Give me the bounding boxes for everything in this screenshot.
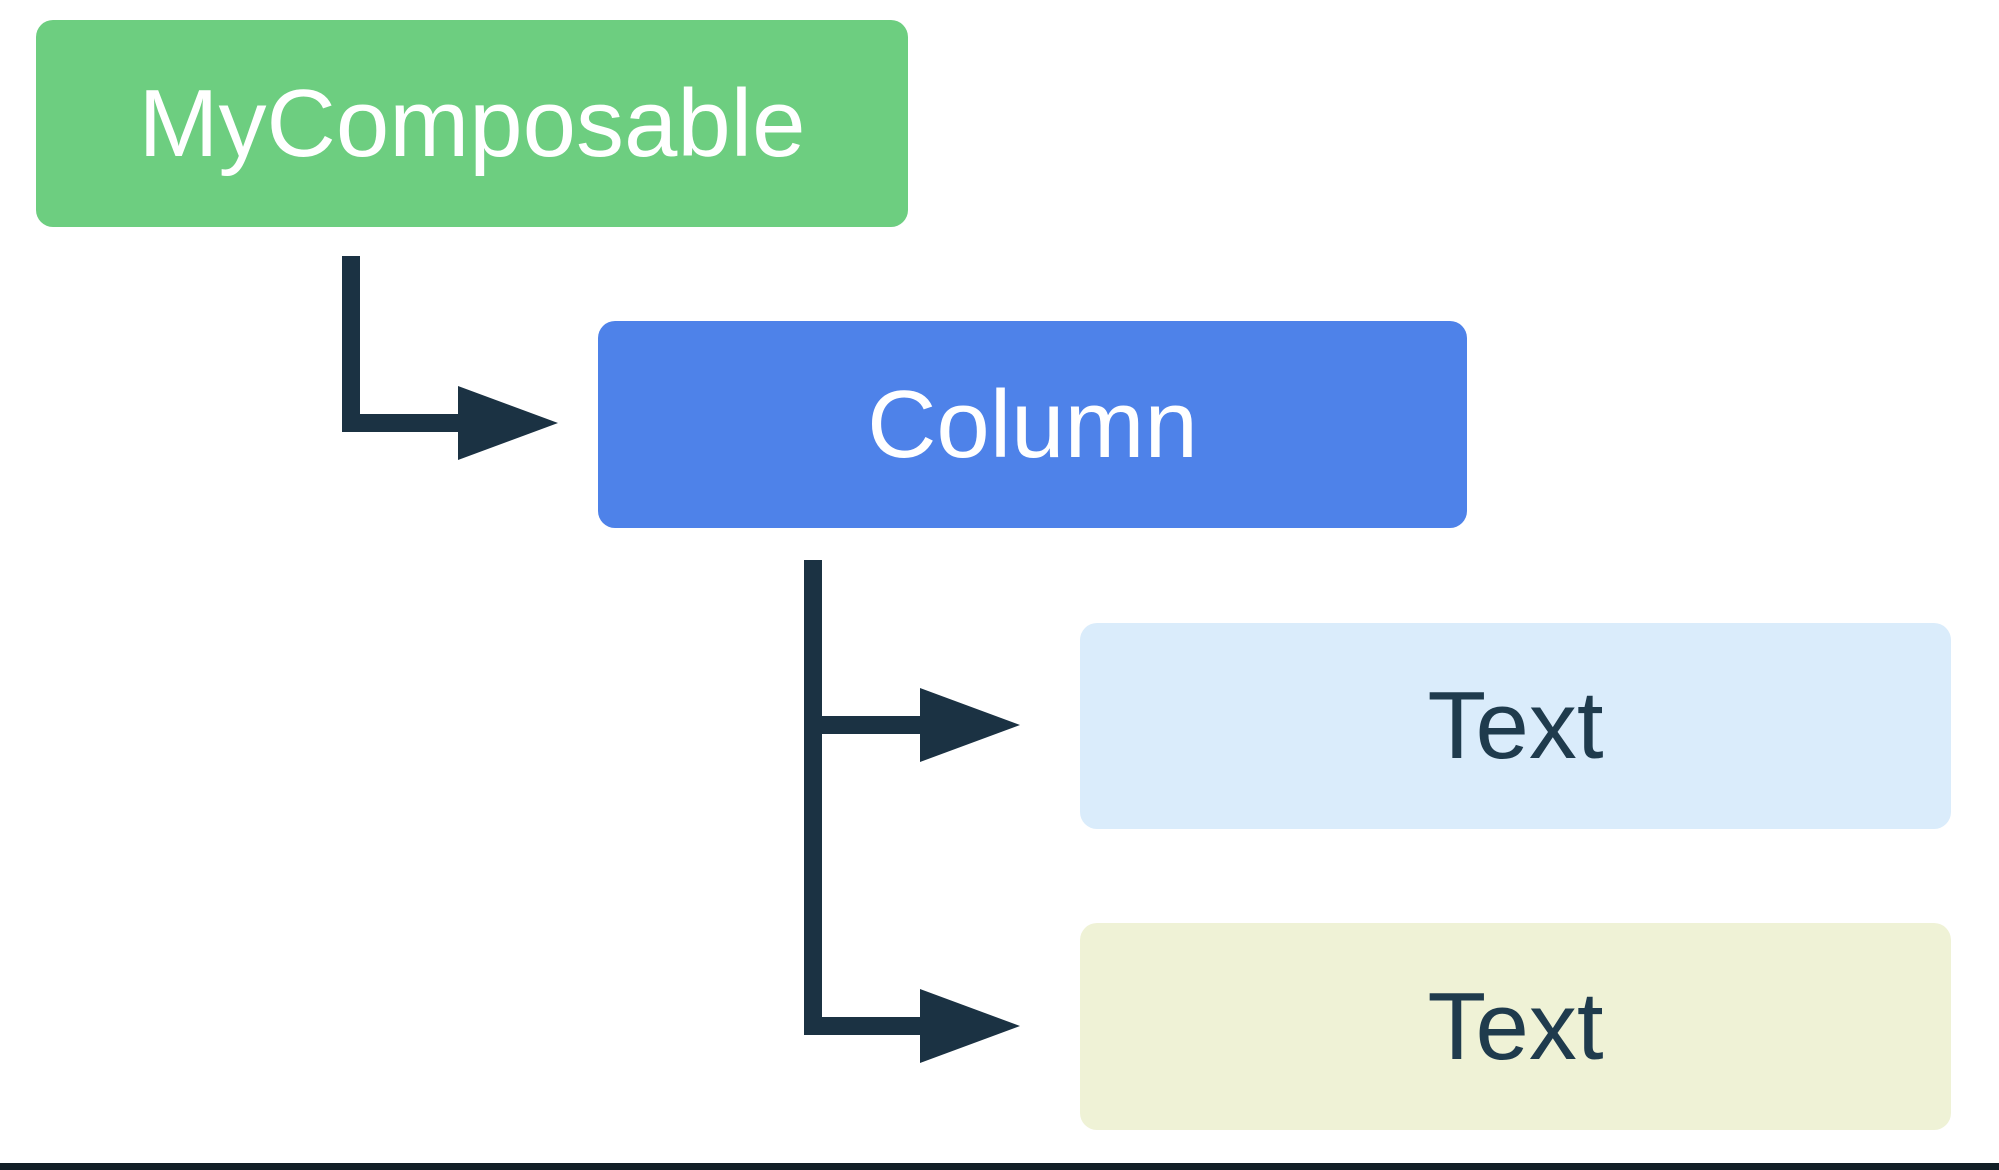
node-mycomposable-label: MyComposable — [138, 69, 806, 177]
connector-mycomposable-column-horizontal — [342, 414, 458, 432]
arrowhead-icon — [920, 989, 1020, 1063]
node-column: Column — [598, 321, 1467, 528]
node-text-top: Text — [1080, 623, 1951, 829]
bottom-rule — [0, 1163, 1999, 1170]
node-text-top-label: Text — [1427, 672, 1604, 779]
node-text-bottom: Text — [1080, 923, 1951, 1130]
arrowhead-icon — [920, 688, 1020, 762]
arrowhead-icon — [458, 386, 558, 460]
node-mycomposable: MyComposable — [36, 20, 908, 227]
connector-mycomposable-column-vertical — [342, 256, 360, 432]
node-text-bottom-label: Text — [1427, 972, 1604, 1080]
connector-column-children-vertical — [804, 560, 822, 1035]
node-column-label: Column — [867, 370, 1198, 478]
connector-column-text2-horizontal — [804, 1017, 920, 1035]
connector-column-text1-horizontal — [804, 716, 920, 734]
